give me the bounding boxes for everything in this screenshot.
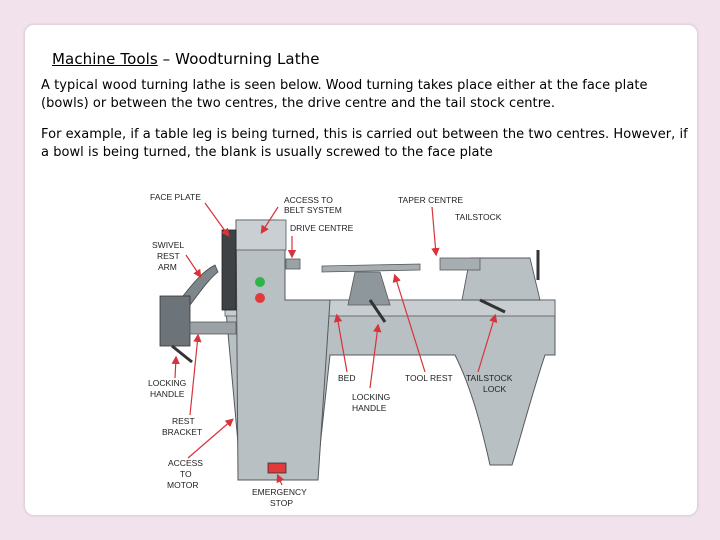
title-underlined: Machine Tools [52, 50, 158, 68]
page-title: Machine Tools – Woodturning Lathe [52, 50, 320, 68]
label-rest-bracket-2: BRACKET [162, 427, 202, 437]
tailstock-quill [439, 257, 481, 271]
label-tailstock: TAILSTOCK [455, 212, 502, 222]
label-locking-handle-mid-2: HANDLE [352, 403, 387, 413]
rest-bracket [189, 321, 237, 335]
label-rest-bracket-1: REST [172, 416, 195, 426]
label-swivel-1: SWIVEL [152, 240, 184, 250]
headstock [235, 219, 331, 481]
headstock-top [235, 219, 287, 251]
tool-rest-handle [368, 299, 387, 323]
tailstock-lock-lever [479, 298, 506, 314]
tool-rest-bar [321, 263, 421, 273]
label-access-motor-1: ACCESS [168, 458, 203, 468]
label-access-belt-2: BELT SYSTEM [284, 205, 342, 215]
label-tailstock-lock-1: TAILSTOCK [466, 373, 513, 383]
title-rest: – Woodturning Lathe [157, 50, 320, 68]
tailstock-body [461, 257, 541, 301]
label-face-plate: FACE PLATE [150, 192, 201, 202]
locking-handle-left [171, 344, 193, 364]
rest-unit [159, 295, 191, 347]
label-swivel-2: REST [157, 251, 180, 261]
tool-rest-post [347, 271, 391, 306]
emergency-stop-button [267, 462, 287, 474]
label-emergency-1: EMERGENCY [252, 487, 307, 497]
label-taper-centre: TAPER CENTRE [398, 195, 463, 205]
label-access-motor-3: MOTOR [167, 480, 198, 490]
label-drive-centre: DRIVE CENTRE [290, 223, 354, 233]
label-locking-handle-left-1: LOCKING [148, 378, 186, 388]
face-plate [221, 229, 237, 311]
swivel-arm [179, 264, 219, 306]
green-button [255, 277, 265, 287]
label-swivel-3: ARM [158, 262, 177, 272]
label-emergency-2: STOP [270, 498, 293, 508]
drive-spindle [285, 258, 301, 270]
example-paragraph: For example, if a table leg is being tur… [41, 127, 688, 160]
label-bed: BED [338, 373, 355, 383]
label-access-motor-2: TO [180, 469, 192, 479]
red-button [255, 293, 265, 303]
label-locking-handle-left-2: HANDLE [150, 389, 185, 399]
intro-paragraph: A typical wood turning lathe is seen bel… [41, 78, 648, 111]
label-access-belt-1: ACCESS TO [284, 195, 333, 205]
label-tailstock-lock-2: LOCK [483, 384, 506, 394]
lathe-diagram: FACE PLATE ACCESS TO BELT SYSTEM TAPER C… [148, 192, 556, 508]
label-tool-rest: TOOL REST [405, 373, 453, 383]
label-locking-handle-mid-1: LOCKING [352, 392, 390, 402]
